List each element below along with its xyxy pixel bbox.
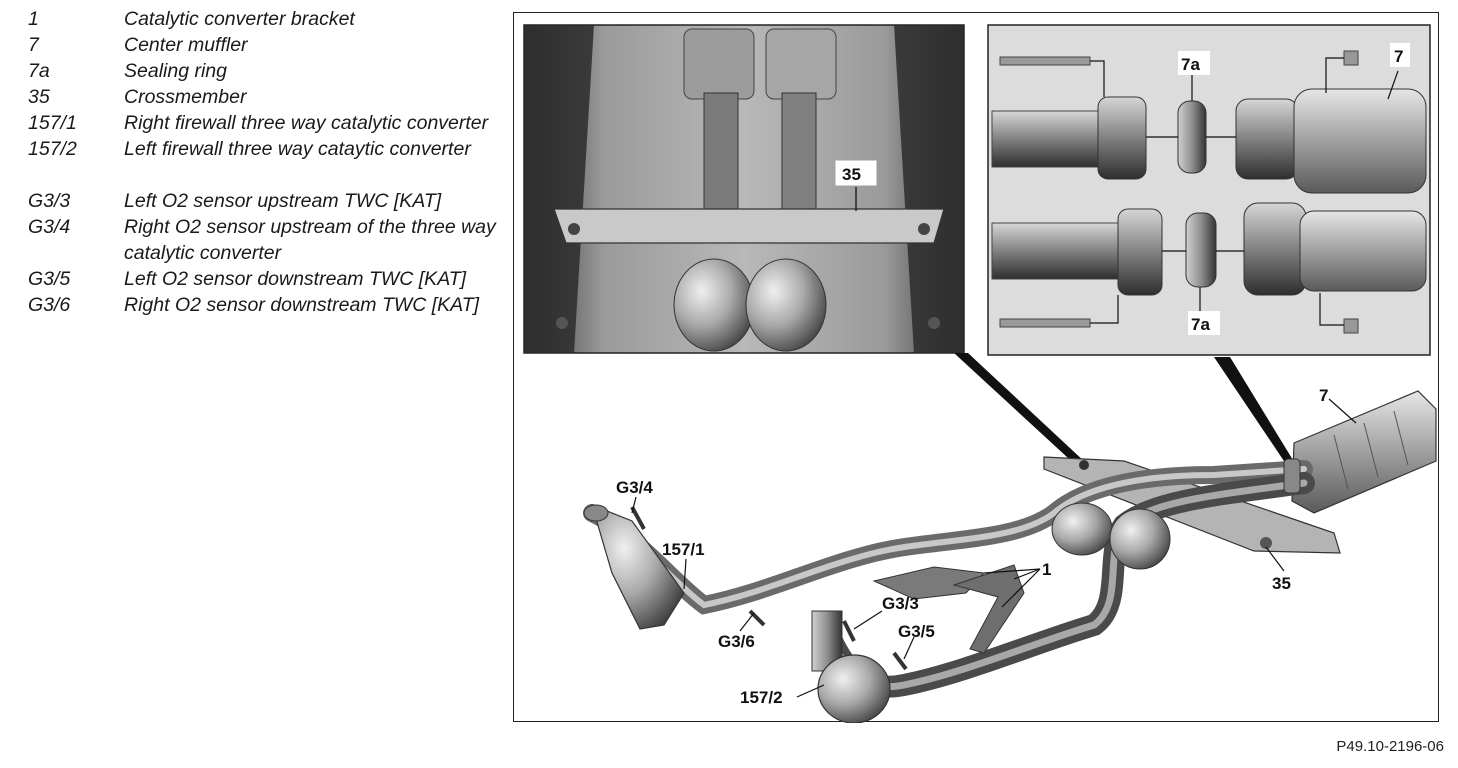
legend-desc: Catalytic converter bracket [124, 8, 355, 30]
parts-legend: 1 Catalytic converter bracket 7 Center m… [28, 6, 498, 318]
sealing-ring-detail-inset: 7a 7a 7 [987, 24, 1431, 356]
legend-item: G3/3 Left O2 sensor upstream TWC [KAT] [28, 188, 498, 214]
legend-desc: Right O2 sensor upstream of the three wa… [124, 216, 496, 264]
legend-desc: Left O2 sensor downstream TWC [KAT] [124, 268, 467, 290]
legend-desc: Center muffler [124, 34, 248, 56]
legend-item: 7a Sealing ring [28, 58, 498, 84]
legend-code: 157/1 [28, 112, 77, 134]
exhaust-system-figure: 35 [513, 12, 1439, 723]
callout-g3-3: G3/3 [882, 594, 919, 613]
callout-g3-5: G3/5 [898, 622, 935, 641]
legend-item: 7 Center muffler [28, 32, 498, 58]
legend-code: 1 [28, 8, 39, 30]
callout-7-main: 7 [1319, 386, 1328, 405]
legend-desc: Left firewall three way cataytic convert… [124, 138, 471, 160]
legend-desc: Right O2 sensor downstream TWC [KAT] [124, 294, 480, 316]
legend-desc: Left O2 sensor upstream TWC [KAT] [124, 190, 442, 212]
legend-code: G3/5 [28, 268, 71, 290]
callout-157-2: 157/2 [740, 688, 783, 707]
figure-id: P49.10-2196-06 [1336, 738, 1444, 755]
callout-g3-4: G3/4 [616, 478, 653, 497]
zoom-pointer-left [954, 353, 1086, 469]
legend-item: G3/5 Left O2 sensor downstream TWC [KAT] [28, 266, 498, 292]
legend-desc: Sealing ring [124, 60, 227, 82]
legend-item: 157/2 Left firewall three way cataytic c… [28, 136, 498, 162]
callout-7a-bottom: 7a [1191, 315, 1210, 334]
exhaust-system-illustration: 35 [523, 24, 1437, 723]
legend-code: 7a [28, 60, 50, 82]
callout-35-main: 35 [1272, 574, 1291, 593]
legend-desc: Crossmember [124, 86, 247, 108]
callout-7-inset: 7 [1394, 47, 1403, 66]
callout-7a-top: 7a [1181, 55, 1200, 74]
legend-item: G3/4 Right O2 sensor upstream of the thr… [28, 214, 498, 266]
callout-35-inset: 35 [842, 165, 861, 184]
legend-desc: Right firewall three way catalytic conve… [124, 112, 489, 134]
legend-code: G3/6 [28, 294, 71, 316]
callout-g3-6: G3/6 [718, 632, 755, 651]
callout-157-1: 157/1 [662, 540, 705, 559]
legend-item: G3/6 Right O2 sensor downstream TWC [KAT… [28, 292, 498, 318]
legend-code: G3/3 [28, 190, 71, 212]
legend-code: G3/4 [28, 216, 71, 238]
legend-code: 35 [28, 86, 50, 108]
legend-item: 1 Catalytic converter bracket [28, 6, 498, 32]
legend-item: 157/1 Right firewall three way catalytic… [28, 110, 498, 136]
legend-item: 35 Crossmember [28, 84, 498, 110]
legend-code: 157/2 [28, 138, 77, 160]
legend-code: 7 [28, 34, 39, 56]
crossmember-photo-inset: 35 [523, 24, 965, 354]
exhaust-system-drawing: 7 35 1 G3/4 157/1 G3/3 G3/5 G3/6 157/2 [583, 386, 1437, 723]
callout-1: 1 [1042, 560, 1051, 579]
zoom-pointer-right [1214, 357, 1296, 467]
